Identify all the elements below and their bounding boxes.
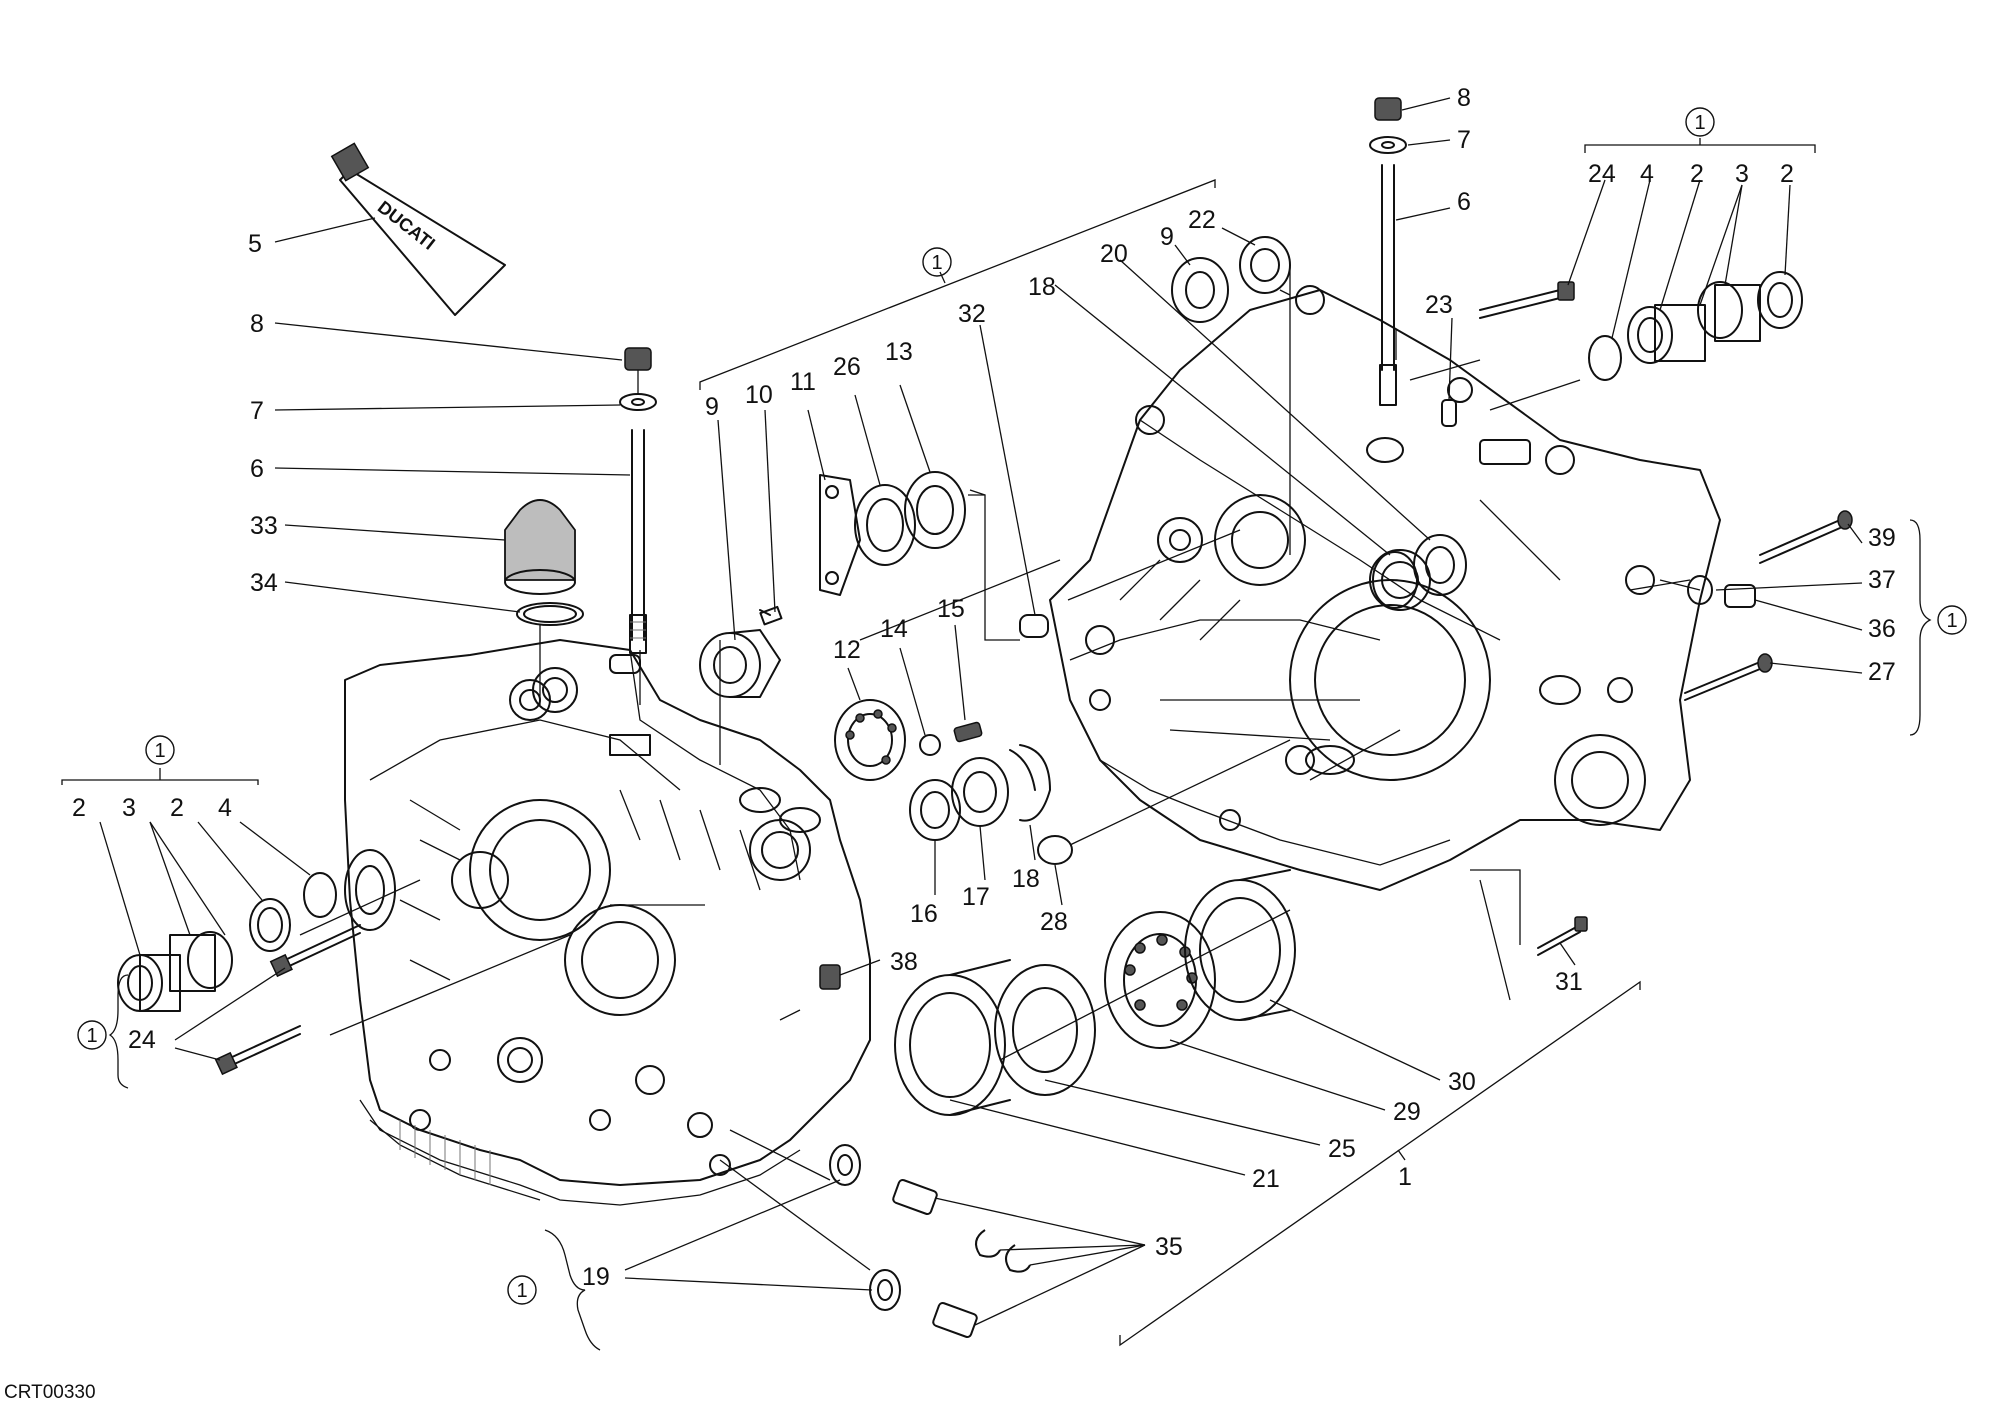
right-stud-assembly (1369, 97, 1407, 406)
callout-2-left-b: 2 (170, 794, 184, 822)
center-left-bearing-group (699, 471, 966, 698)
callout-18-center: 18 (1012, 865, 1040, 893)
callout-31: 31 (1555, 968, 1583, 996)
callout-37: 37 (1868, 566, 1896, 594)
callout-19: 19 (582, 1263, 610, 1291)
kit-marker-right-side: 1 (1937, 605, 1967, 635)
callout-14: 14 (880, 615, 908, 643)
callout-22: 22 (1188, 206, 1216, 234)
kit-marker-center: 1 (922, 247, 952, 277)
callout-25: 25 (1328, 1135, 1356, 1163)
sealant-tube-icon: DUCATI (330, 142, 506, 316)
right-side-fasteners (1684, 510, 1853, 701)
callout-24-left: 24 (128, 1026, 156, 1054)
callout-34: 34 (250, 569, 278, 597)
screw-31 (1537, 916, 1588, 956)
callout-20: 20 (1100, 240, 1128, 268)
callout-6-right: 6 (1457, 188, 1471, 216)
left-crankcase-half (344, 639, 871, 1206)
callout-9-center: 9 (705, 393, 719, 421)
callout-36: 36 (1868, 615, 1896, 643)
callout-labels: 5 8 7 6 33 34 2 3 2 4 24 9 10 11 26 13 3… (72, 84, 1896, 1291)
filter-cap (504, 499, 584, 626)
leader-lines (99, 97, 1863, 1326)
callout-28: 28 (1040, 908, 1068, 936)
callout-6-left: 6 (250, 455, 264, 483)
callout-11: 11 (790, 368, 816, 396)
kit-markers: 1 1 1 1 1 1 (77, 107, 1967, 1305)
left-screws (214, 924, 361, 1076)
callout-18-right: 18 (1028, 273, 1056, 301)
callout-9-right: 9 (1160, 223, 1174, 251)
callout-23: 23 (1425, 291, 1453, 319)
right-crankcase-half (1049, 285, 1721, 891)
callout-17: 17 (962, 883, 990, 911)
svg-text:1: 1 (516, 1280, 527, 1302)
main-bearings (894, 869, 1296, 1116)
center-bearings (834, 699, 1051, 841)
callout-15: 15 (937, 595, 965, 623)
svg-text:1: 1 (86, 1025, 97, 1047)
callout-35: 35 (1155, 1233, 1183, 1261)
dowel-23 (1441, 399, 1457, 427)
callout-7-left: 7 (250, 397, 264, 425)
callout-29: 29 (1393, 1098, 1421, 1126)
mid-right-bearings (1372, 534, 1467, 609)
drawing-code: CRT00330 (4, 1382, 96, 1403)
callout-8-left: 8 (250, 310, 264, 338)
callout-27: 27 (1868, 658, 1896, 686)
callout-24-right: 24 (1588, 160, 1616, 188)
left-bearing-stack (117, 872, 337, 1012)
kit-marker-left-screws: 1 (77, 1020, 107, 1050)
callout-21: 21 (1252, 1165, 1280, 1193)
kit-marker-right-top: 1 (1685, 107, 1715, 137)
callout-39: 39 (1868, 524, 1896, 552)
callout-1: 1 (1398, 1163, 1412, 1191)
dowel-pin (1019, 529, 1241, 638)
callout-2-left-a: 2 (72, 794, 86, 822)
callout-3-left: 3 (122, 794, 136, 822)
callout-2-right-a: 2 (1690, 160, 1704, 188)
kit-marker-left-stack: 1 (145, 735, 175, 765)
callout-3-right: 3 (1735, 160, 1749, 188)
svg-text:1: 1 (1694, 112, 1705, 134)
svg-text:1: 1 (1946, 610, 1957, 632)
top-bearings (1171, 236, 1291, 323)
callout-2-right-b: 2 (1780, 160, 1794, 188)
callout-4-right: 4 (1640, 160, 1654, 188)
drain-fittings (829, 1144, 1031, 1338)
circlip-28 (1037, 835, 1073, 865)
callout-12: 12 (833, 636, 861, 664)
callout-8-right: 8 (1457, 84, 1471, 112)
assembly-lines (299, 265, 1701, 1271)
right-bearing-stack (1479, 271, 1803, 381)
svg-text:1: 1 (931, 252, 942, 274)
callout-5: 5 (248, 230, 262, 258)
svg-text:1: 1 (154, 740, 165, 762)
callout-30: 30 (1448, 1068, 1476, 1096)
callout-26: 26 (833, 353, 861, 381)
callout-16: 16 (910, 900, 938, 928)
callout-4-left: 4 (218, 794, 232, 822)
plug-38 (819, 964, 841, 990)
callout-13: 13 (885, 338, 913, 366)
callout-10: 10 (745, 381, 773, 409)
callout-7-right: 7 (1457, 126, 1471, 154)
kit-marker-bottom: 1 (507, 1275, 537, 1305)
callout-33: 33 (250, 512, 278, 540)
callout-38: 38 (890, 948, 918, 976)
kit-brackets (61, 138, 1932, 1351)
callout-32: 32 (958, 300, 986, 328)
